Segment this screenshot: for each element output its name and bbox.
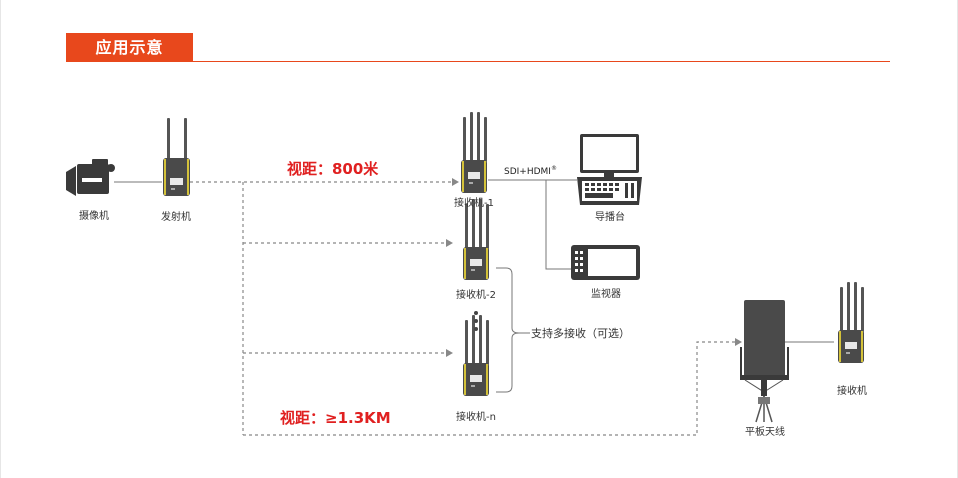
receiver-1-label: 接收机-1 [454,198,494,209]
transmitter-label: 发射机 [161,212,191,223]
panel-antenna-label: 平板天线 [745,427,785,438]
receiver-1-icon [461,112,487,193]
multi-receive-label: 支持多接收（可选） [531,327,630,340]
receiver-far-label: 接收机 [837,386,867,397]
registered-mark-icon: ® [550,165,557,172]
monitor-icon [571,245,640,280]
link-arrowheads [446,178,742,357]
ellipsis-dots-icon [474,311,478,331]
connection-lines [190,181,735,436]
receiver-n-label: 接收机-n [456,412,496,423]
arrow-rx2 [446,239,453,247]
distance-short-label: 视距：800米 [287,160,379,178]
section-header: 应用示意 [66,33,890,63]
arrow-rxn [446,349,453,357]
receiver-2-label: 接收机-2 [456,290,496,301]
receiver-far-icon [838,282,864,363]
sdi-hdmi-text: SDI+HDMI [504,167,551,177]
camera-label: 摄像机 [79,211,109,222]
receiver-2-icon [463,199,489,280]
section-divider [66,61,890,62]
sdi-hdmi-label: SDI+HDMI® [504,165,557,177]
monitor-label: 监视器 [591,289,621,300]
solid-lines [114,179,834,393]
arrow-panel [735,338,742,346]
section-title: 应用示意 [66,33,193,62]
switcher-icon [577,134,642,205]
transmitter-icon [163,118,190,196]
switcher-label: 导播台 [595,212,625,223]
link-tx-panel [243,341,735,436]
camera-icon [66,159,115,196]
frame-left-border [0,0,1,478]
panel-antenna-icon [740,300,789,423]
arrow-rx1 [452,178,459,186]
distance-long-label: 视距：≥1.3KM [280,409,391,427]
link-rx1-monitor [545,180,571,270]
